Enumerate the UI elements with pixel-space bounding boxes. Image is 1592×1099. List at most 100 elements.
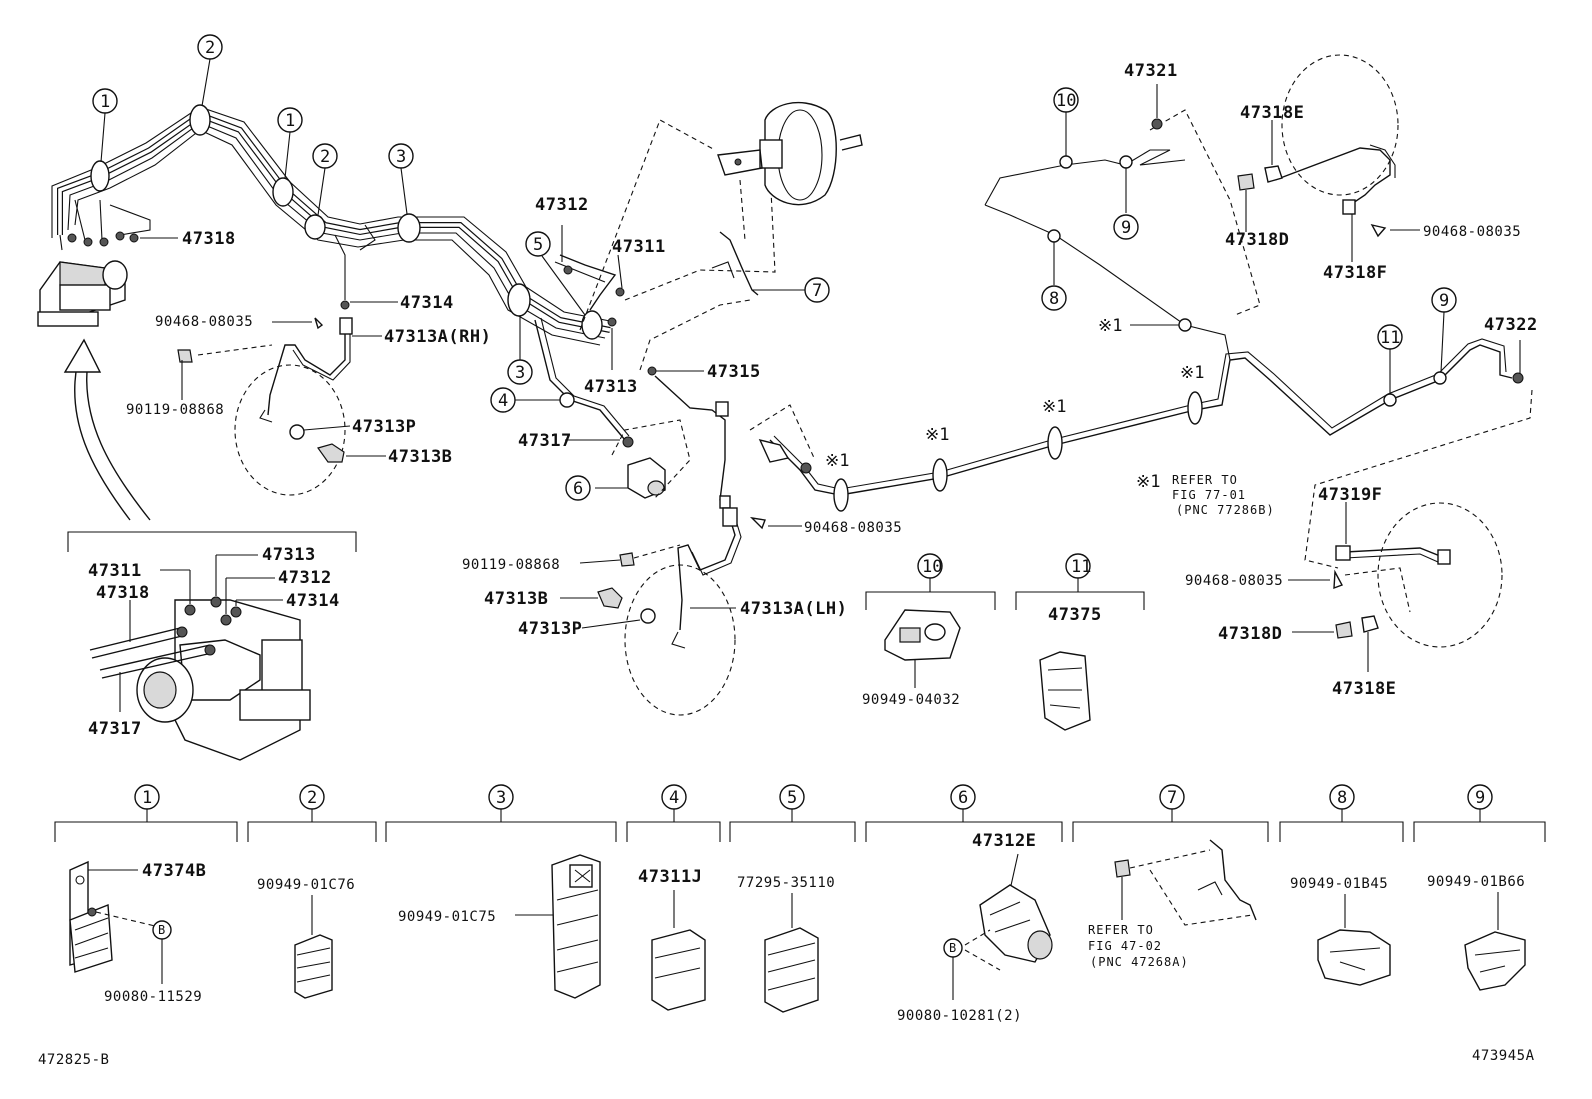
clip-group-9-part: 90949-01B66 <box>1427 874 1525 890</box>
label-47318F: 47318F <box>1323 263 1387 283</box>
label-47317: 47317 <box>518 431 572 451</box>
label-47313B-mid: 47313B <box>484 589 548 609</box>
label-90468-mid: 90468-08035 <box>804 520 902 536</box>
clip-group-11: 11 47375 <box>1015 553 1145 731</box>
label-47318D-bot: 47318D <box>1218 624 1282 644</box>
refmark-2: ※1 <box>925 425 949 445</box>
callout-9-b: 9 <box>1439 291 1449 311</box>
brake-booster <box>711 101 863 296</box>
clip-group-7-number: 7 <box>1167 788 1177 808</box>
clip-group-7-ref2: FIG 47-02 <box>1088 939 1162 953</box>
clip-group-5-number: 5 <box>787 788 797 808</box>
callout-circles: 1 2 1 2 3 5 3 4 6 7 10 9 8 11 9 <box>92 34 1457 501</box>
callout-2-b: 2 <box>320 147 330 167</box>
clip-group-2-number: 2 <box>307 788 317 808</box>
clip-group-1: 1 47374B B 90080-11529 <box>54 784 238 1005</box>
refmark-3: ※1 <box>1042 397 1066 417</box>
clip-group-3: 3 90949-01C75 <box>385 784 617 999</box>
callout-5-a: 5 <box>533 235 543 255</box>
clip-group-9: 9 90949-01B66 <box>1413 784 1546 991</box>
label-47313: 47313 <box>584 377 638 397</box>
refnote-mark: ※1 <box>1136 472 1160 492</box>
inset-label-47312: 47312 <box>278 568 332 588</box>
label-47313P-mid: 47313P <box>518 619 582 639</box>
label-90949-04032: 90949-04032 <box>862 692 960 708</box>
rear-body-panel: ※1 47321 <box>984 61 1261 361</box>
clip-group-4-number: 4 <box>669 788 679 808</box>
clip-group-5-part: 77295-35110 <box>737 875 835 891</box>
clip-group-7-ref3: (PNC 47268A) <box>1090 955 1189 969</box>
label-47318E-bot: 47318E <box>1332 679 1396 699</box>
clip-group-9-number: 9 <box>1475 788 1485 808</box>
label-47313A-RH: 47313A(RH) <box>384 327 491 347</box>
clip-group-8-number: 8 <box>1337 788 1347 808</box>
abs-actuator-small <box>37 260 128 327</box>
clip-group-1-number: 1 <box>142 788 152 808</box>
label-47318E-top: 47318E <box>1240 103 1304 123</box>
left-labels: 47318 47314 90468-08035 47313A(RH) 90119… <box>126 229 491 496</box>
refnote-line1: REFER TO <box>1172 473 1238 487</box>
label-47318D-top: 47318D <box>1225 230 1289 250</box>
clip-group-6: 6 47312E B 90080-10281(2) <box>865 784 1063 1024</box>
clip-group-6-mark: B <box>949 941 957 955</box>
inset-pointer-arrow <box>63 338 151 521</box>
callout-6-a: 6 <box>573 479 583 499</box>
refnote-line3: (PNC 77286B) <box>1176 503 1275 517</box>
label-47313B-left: 47313B <box>388 447 452 467</box>
callout-1-b: 1 <box>285 111 295 131</box>
callout-9-a: 9 <box>1121 218 1131 238</box>
clip-group-3-number: 3 <box>496 788 506 808</box>
inset-label-47311: 47311 <box>88 561 142 581</box>
callout-4-a: 4 <box>498 391 508 411</box>
clip-group-6-part: 47312E <box>972 831 1036 851</box>
clip-group-10: 10 90949-04032 <box>862 553 996 708</box>
callout-3-a: 3 <box>396 147 406 167</box>
clip-group-7-ref1: REFER TO <box>1088 923 1154 937</box>
rear-right-lower-hose: 47319F 90468-08035 47318D 47318E <box>1185 485 1503 699</box>
clip-group-1-mark: B <box>158 923 166 937</box>
label-47319F: 47319F <box>1318 485 1382 505</box>
clip-group-4-part: 47311J <box>638 867 702 887</box>
clip-group-4: 4 47311J <box>626 784 721 1011</box>
label-47318: 47318 <box>182 229 236 249</box>
clip-group-1-part: 47374B <box>142 861 206 881</box>
actuator-inset: 47311 47313 47312 47318 47314 47317 <box>67 531 357 761</box>
refnote-line2: FIG 77-01 <box>1172 488 1246 502</box>
label-47321: 47321 <box>1124 61 1178 81</box>
label-90468-right-top: 90468-08035 <box>1423 224 1521 240</box>
clip-group-6-number: 6 <box>958 788 968 808</box>
clip-group-8: 8 90949-01B45 <box>1279 784 1404 986</box>
clip-group-1-bolt: 90080-11529 <box>104 989 202 1005</box>
inset-label-47313: 47313 <box>262 545 316 565</box>
callout-10-group: 10 <box>922 557 942 577</box>
refmark-4: ※1 <box>1180 363 1204 383</box>
callout-7-a: 7 <box>812 281 822 301</box>
label-47322: 47322 <box>1484 315 1538 335</box>
label-47311: 47311 <box>612 237 666 257</box>
callout-8-a: 8 <box>1049 289 1059 309</box>
clip-group-2-part: 90949-01C76 <box>257 877 355 893</box>
clip-group-2: 2 90949-01C76 <box>247 784 377 999</box>
rear-right-upper-hose: 47318E 47318D 47318F 90468-08035 47322 <box>1225 54 1538 569</box>
label-47312: 47312 <box>535 195 589 215</box>
label-47315: 47315 <box>707 362 761 382</box>
rear-tube-reference-note: ※1 REFER TO FIG 77-01 (PNC 77286B) <box>1136 472 1275 517</box>
clip-group-3-part: 90949-01C75 <box>398 909 496 925</box>
clip-group-7: 7 REFER TO FIG 47-02 (PNC 47268A) <box>1072 784 1269 969</box>
front-tube-bundle <box>51 104 616 346</box>
callout-11-a: 11 <box>1380 328 1400 348</box>
refmark-5: ※1 <box>1098 316 1122 336</box>
label-90119-mid: 90119-08868 <box>462 557 560 573</box>
callout-11-group: 11 <box>1071 557 1091 577</box>
label-47313P-left: 47313P <box>352 417 416 437</box>
lh-hose-group: 90468-08035 90119-08868 47313B 47313P 47… <box>462 507 902 716</box>
clip-row: 1 47374B B 90080-11529 2 90949-01C76 <box>54 784 1546 1024</box>
inset-label-47317: 47317 <box>88 719 142 739</box>
center-hardware: 47312 47311 47313 47317 47315 <box>518 119 776 513</box>
label-47375: 47375 <box>1048 605 1102 625</box>
callout-3-b: 3 <box>515 363 525 383</box>
label-47313A-LH: 47313A(LH) <box>740 599 847 619</box>
footer-left-code: 472825-B <box>38 1052 109 1068</box>
label-47314: 47314 <box>400 293 454 313</box>
rear-tube: ※1 ※1 ※1 ※1 <box>749 338 1524 512</box>
